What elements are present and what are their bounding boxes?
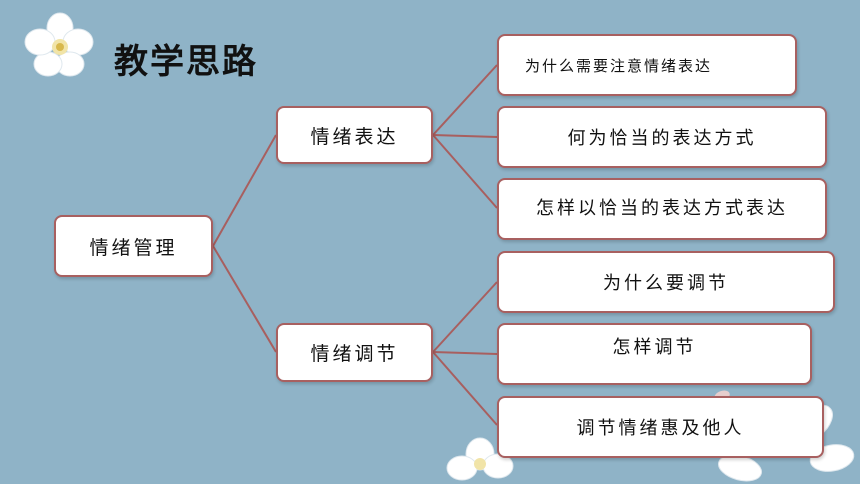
node-branch-2-label: 情绪调节	[310, 343, 399, 365]
node-leaf-1-2-label: 何为恰当的表达方式	[567, 128, 757, 149]
connector-branch-1-child-3	[432, 134, 498, 209]
node-branch-1: 情绪表达	[276, 106, 433, 164]
connector-branch-1-child-2	[432, 134, 498, 138]
connector-branch-1-child-1	[432, 64, 498, 136]
node-root-label: 情绪管理	[89, 236, 178, 259]
node-leaf-1-3: 怎样以恰当的表达方式表达	[497, 178, 827, 240]
node-leaf-1-1: 为什么需要注意情绪表达	[497, 34, 797, 96]
node-leaf-2-2: 怎样调节	[497, 323, 812, 385]
page-title: 教学思路	[114, 42, 258, 82]
node-branch-2: 情绪调节	[276, 323, 433, 382]
node-leaf-2-3-label: 调节情绪惠及他人	[576, 418, 745, 439]
connector-branch-2-child-3	[432, 351, 498, 426]
node-root: 情绪管理	[54, 215, 213, 277]
flower-decoration-top-left	[24, 12, 94, 77]
page-number: 7	[826, 456, 836, 474]
node-leaf-1-3-label: 怎样以恰当的表达方式表达	[536, 198, 788, 219]
node-leaf-2-2-label: 怎样调节	[612, 337, 697, 358]
node-leaf-1-2: 何为恰当的表达方式	[497, 106, 827, 168]
node-leaf-1-1-label: 为什么需要注意情绪表达	[525, 56, 713, 75]
connector-branch-2-child-2	[432, 351, 498, 355]
node-branch-1-label: 情绪表达	[310, 125, 399, 148]
connector-root-branch-1	[212, 134, 277, 247]
node-leaf-2-3: 调节情绪惠及他人	[497, 396, 824, 458]
node-leaf-2-1-label: 为什么要调节	[603, 273, 729, 294]
connector-root-branch-2	[212, 245, 277, 353]
connector-branch-2-child-1	[432, 281, 498, 353]
node-leaf-2-1: 为什么要调节	[497, 251, 835, 313]
